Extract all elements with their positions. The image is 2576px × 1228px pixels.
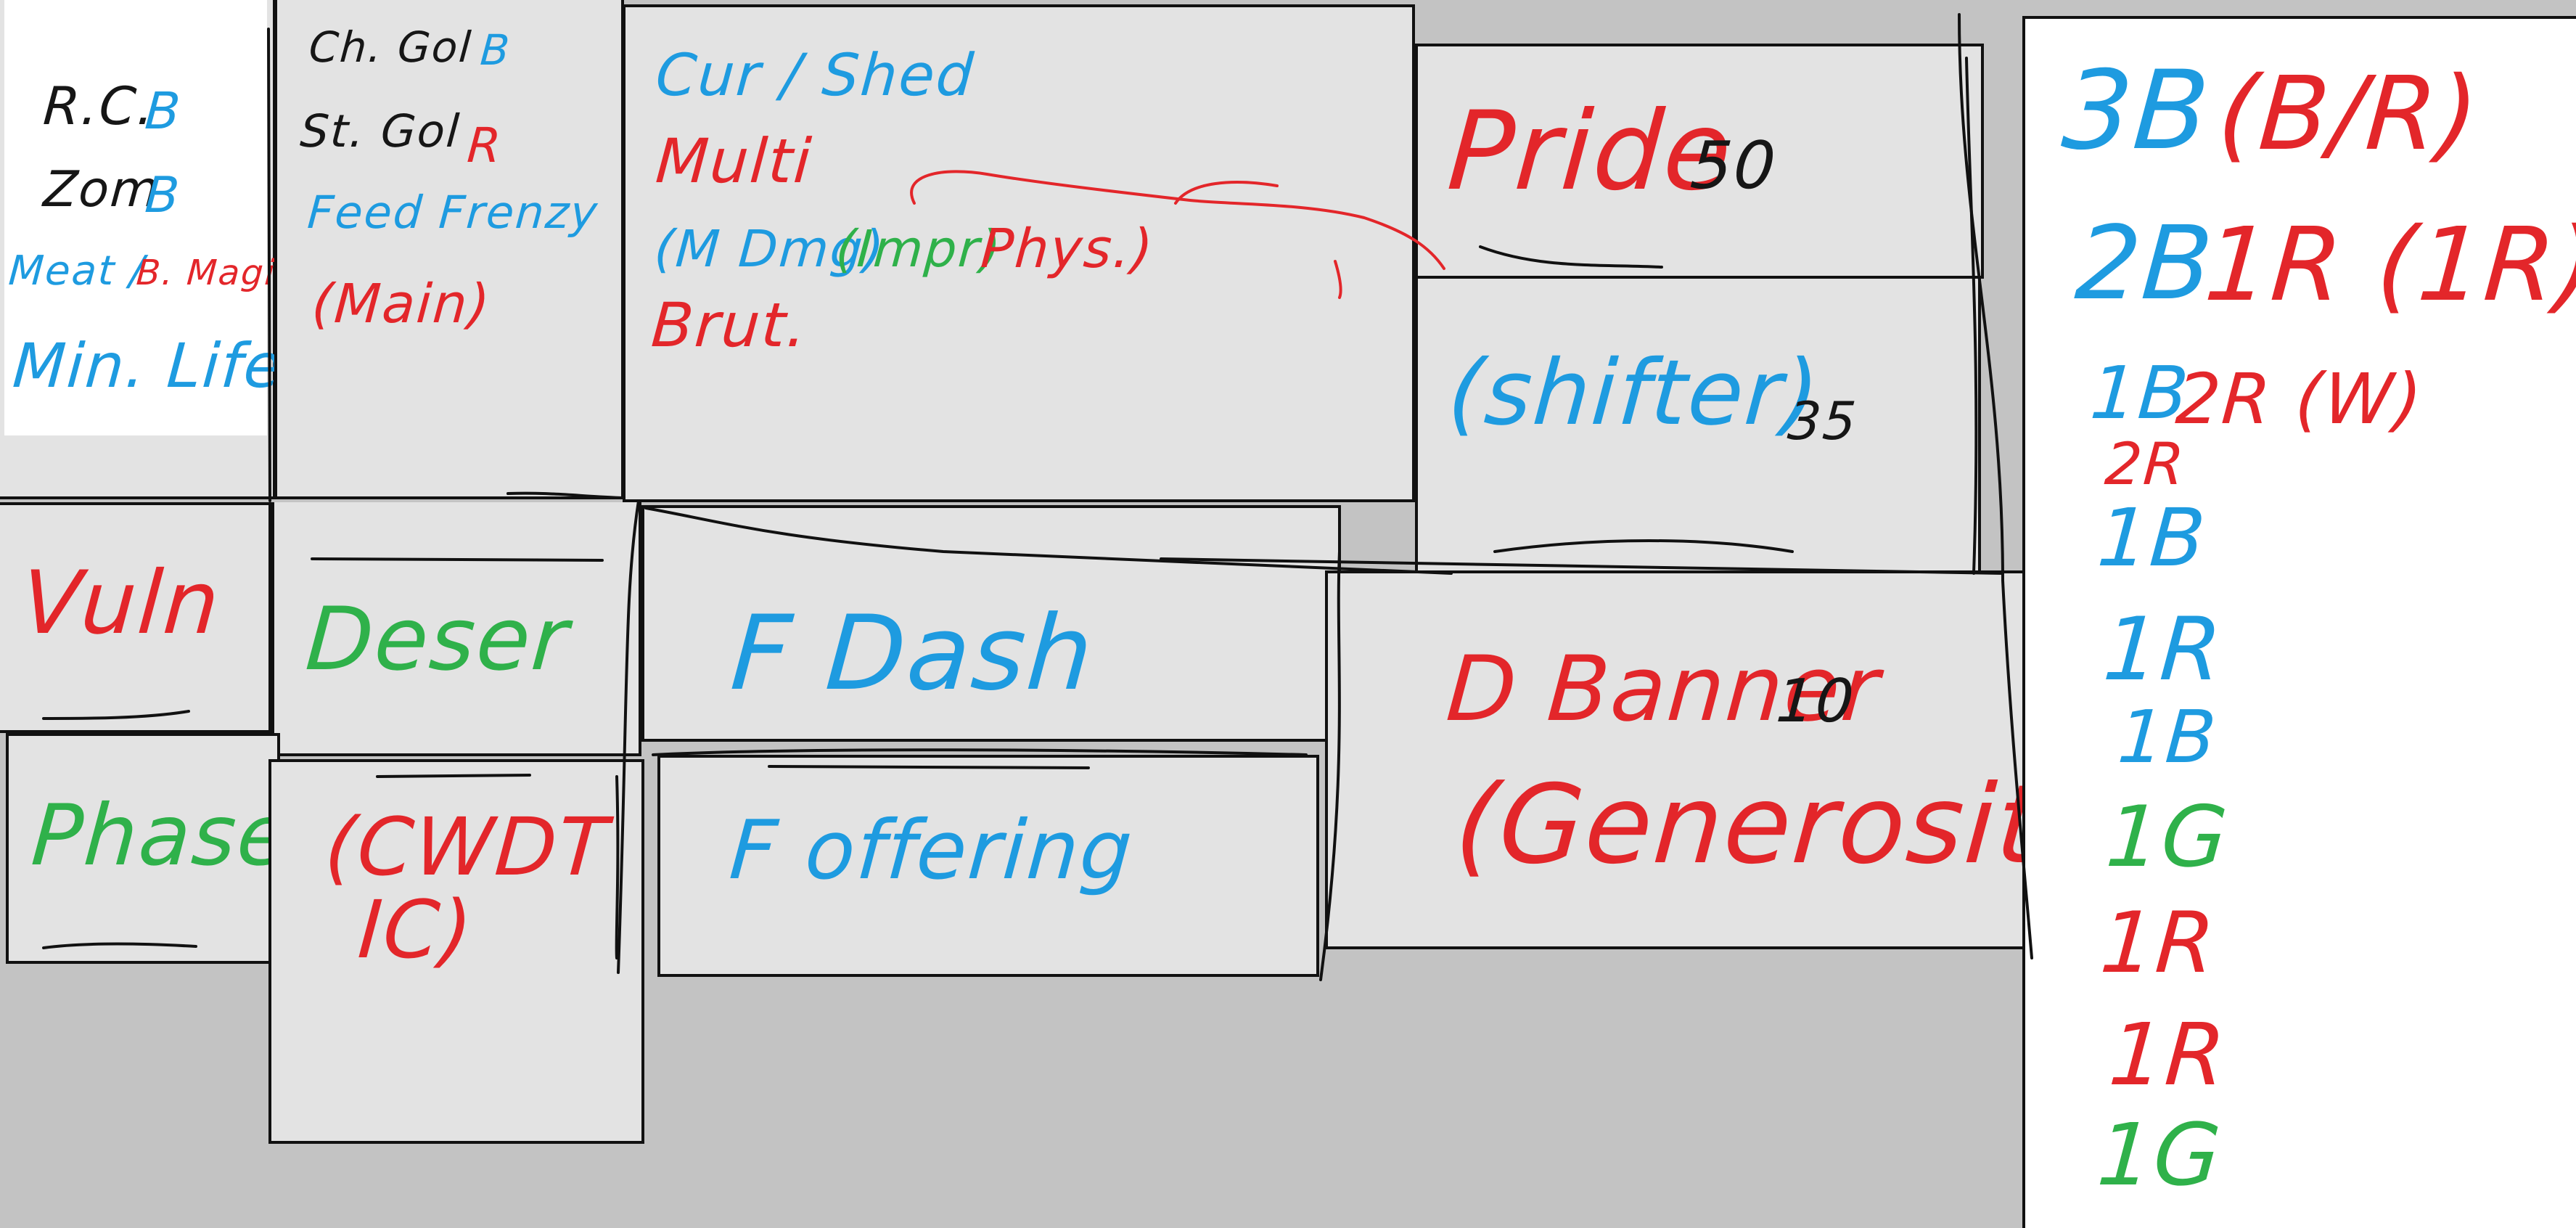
legend-panel: 3B (B/R) 2B 1R (1R) 1B 2R (W) 2R 1B 1R 1… <box>2022 16 2576 1228</box>
phys-text: Phys.) <box>978 218 1157 280</box>
meat-text: Meat / <box>7 247 147 295</box>
stgol-text: St. Gol <box>298 105 462 157</box>
legend-1b-b: 1B <box>2094 491 2210 584</box>
box-phase: Phase <box>6 733 294 964</box>
legend-2b: 2B <box>2072 205 2218 323</box>
box-deser: Deser <box>271 502 641 756</box>
box-cwdt: (CWDT IC) <box>268 759 644 1144</box>
multi-text: Multi <box>653 126 815 197</box>
f-dash-text: F Dash <box>727 594 1098 713</box>
feed-frenzy-text: Feed Frenzy <box>305 186 601 239</box>
legend-1g-a: 1G <box>2103 788 2232 886</box>
legend-1g-b: 1G <box>2094 1105 2226 1205</box>
legend-2b-extra: 1R (1R) <box>2201 206 2576 324</box>
cur-shed-text: Cur / Shed <box>653 41 977 109</box>
f-offering-text: F offering <box>726 803 1137 898</box>
legend-3b-extra: (B/R) <box>2214 55 2484 173</box>
d-banner-num: 10 <box>1773 667 1858 736</box>
box-f-dash: F Dash <box>641 505 1341 742</box>
box-d-banner: D Banner 10 (Generosity <box>1325 570 2111 949</box>
legend-2r: 2R <box>2102 430 2188 498</box>
min-life-text: Min. Life <box>10 330 286 401</box>
box-rc-zom-bg <box>4 0 267 435</box>
bmagic-text: B. Magic <box>135 253 298 293</box>
legend-1r-b: 1R <box>2106 1004 2230 1105</box>
rc-text: R.C. <box>41 75 158 136</box>
phase-text: Phase <box>28 787 295 885</box>
chgol-text: Ch. Gol <box>307 22 475 72</box>
cwdt-line2: IC) <box>355 883 477 976</box>
impr-text: (Impr) <box>834 219 1004 279</box>
deser-text: Deser <box>303 589 573 690</box>
legend-1r-a: 1R <box>2097 894 2220 992</box>
stgol-tag: R <box>465 118 504 173</box>
box-vuln: Vuln <box>0 502 271 733</box>
vuln-text: Vuln <box>18 553 224 654</box>
box-f-offering: F offering <box>657 755 1319 977</box>
brut-text: Brut. <box>649 290 811 361</box>
box-rc-zom: R.C. B Zom B Meat / B. Magic Min. Life <box>0 0 298 499</box>
zom-tag: B <box>143 167 183 224</box>
rc-tag: B <box>143 81 184 141</box>
legend-1b-a-extra: 2R (W) <box>2173 359 2427 440</box>
box-shifter: (shifter) 35 <box>1415 276 1981 573</box>
pride-num: 50 <box>1688 128 1780 204</box>
main-text: (Main) <box>309 273 493 335</box>
box-golems: Ch. Gol B St. Gol R Feed Frenzy (Main) <box>274 0 624 499</box>
box-pride: Pride 50 <box>1415 44 1984 279</box>
legend-1b-c: 1B <box>2114 695 2220 779</box>
generosity-text: (Generosity <box>1451 762 2112 888</box>
shifter-text: (shifter) <box>1444 341 1824 446</box>
chgol-tag: B <box>478 25 513 75</box>
legend-3b: 3B <box>2058 48 2215 174</box>
box-curse: Cur / Shed Multi (M Dmg) (Impr) Phys.) B… <box>623 4 1415 502</box>
legend-1r-blue: 1R <box>2100 599 2226 700</box>
shifter-num: 35 <box>1786 390 1860 451</box>
cwdt-line1: (CWDT <box>321 801 612 893</box>
scribble-line <box>652 748 1308 756</box>
